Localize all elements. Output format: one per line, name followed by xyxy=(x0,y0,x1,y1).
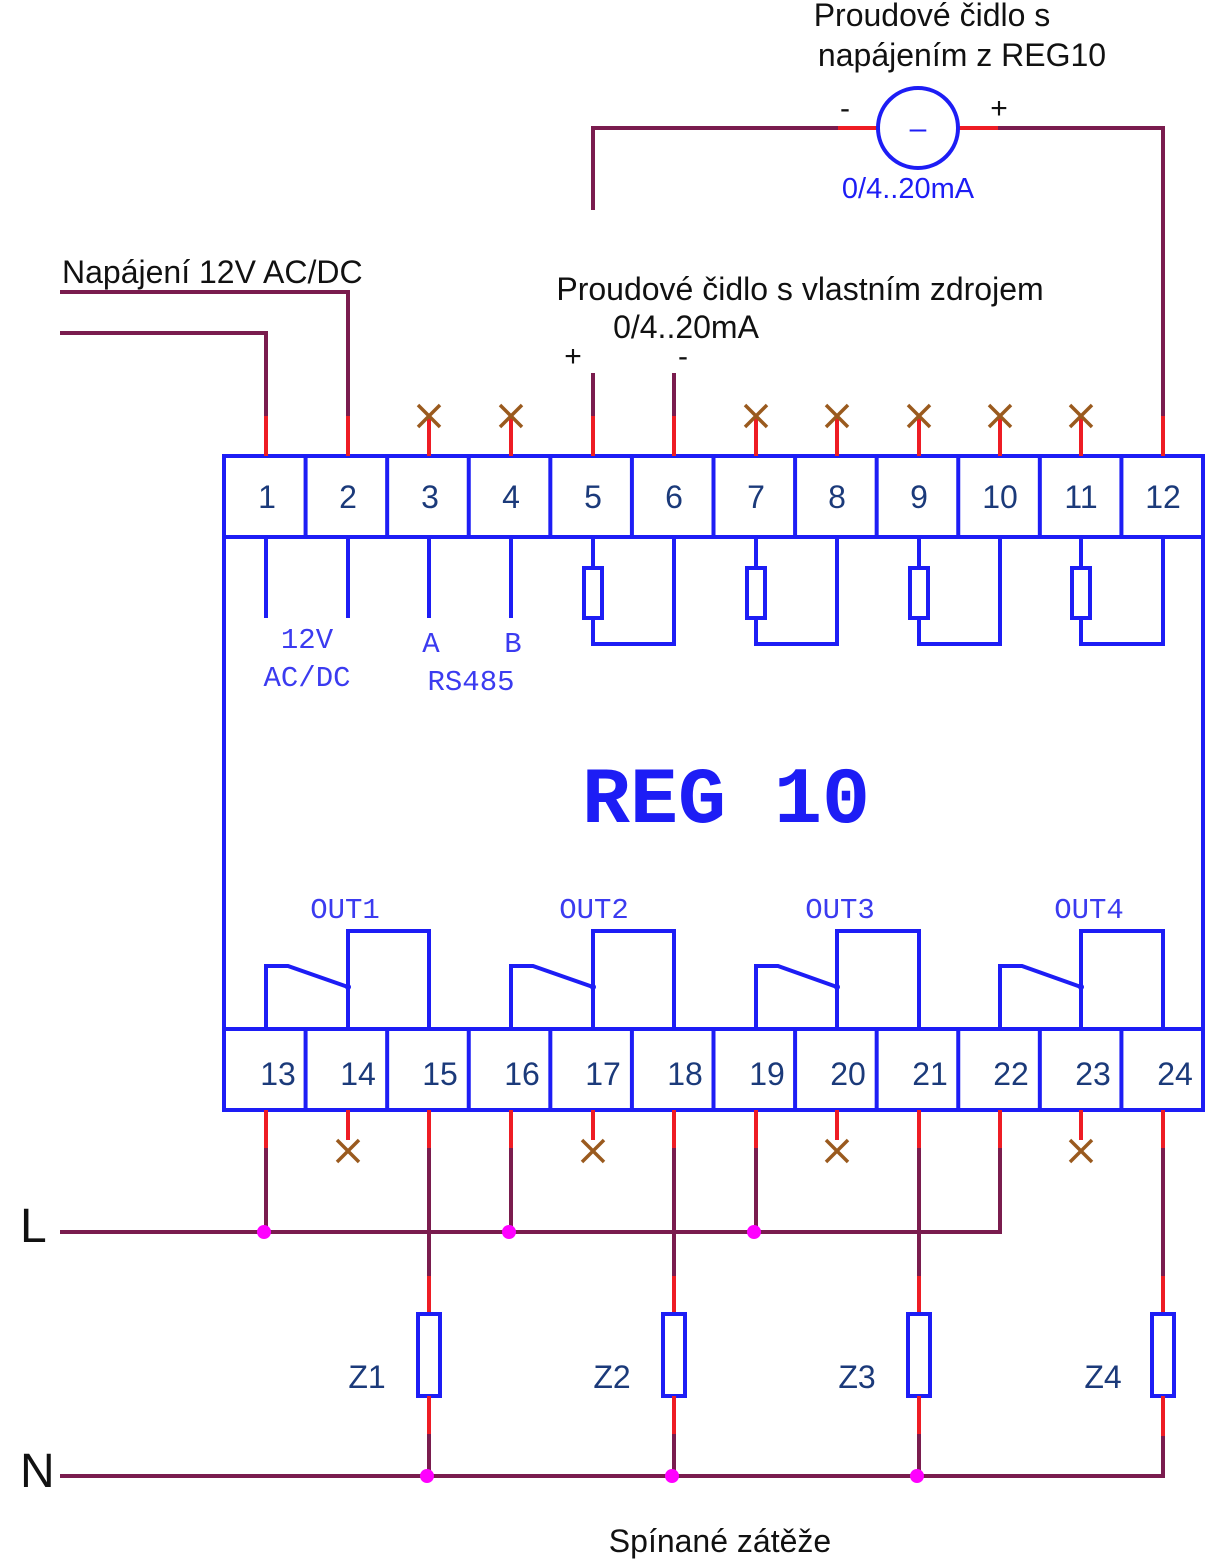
terminal-19: 19 xyxy=(749,1056,785,1092)
junction-n-z3 xyxy=(910,1469,924,1483)
internal-supply-rs485 xyxy=(264,537,513,618)
junction-dots xyxy=(257,1225,924,1483)
input-shunt-4 xyxy=(1070,537,1165,646)
terminal-11: 11 xyxy=(1064,479,1097,515)
sensor-reg10-wire-right xyxy=(996,126,1165,420)
sensor-reg10-label-line2: napájením z REG10 xyxy=(818,37,1106,73)
sensor-reg10-minus: - xyxy=(840,92,850,125)
out2-label: OUT2 xyxy=(559,894,629,927)
terminal-17: 17 xyxy=(585,1056,621,1092)
load-branch-3 xyxy=(906,1148,932,1478)
terminal-22: 22 xyxy=(993,1056,1029,1092)
junction-l-13 xyxy=(257,1225,271,1239)
terminal-12: 12 xyxy=(1145,479,1181,515)
pin6-polarity: - xyxy=(678,340,688,373)
out1-label: OUT1 xyxy=(310,894,380,927)
device-title: REG 10 xyxy=(582,756,870,847)
terminal-9: 9 xyxy=(910,479,928,515)
load-z4-label: Z4 xyxy=(1084,1359,1121,1395)
terminal-7: 7 xyxy=(747,479,765,515)
load-z3-label: Z3 xyxy=(838,1359,875,1395)
sensor-reg10-label-line1: Proudové čidlo s xyxy=(814,0,1051,33)
input-shunt-1 xyxy=(582,537,676,646)
relay-contact-out4 xyxy=(998,929,1165,1029)
line-l-bus xyxy=(60,1148,1002,1234)
input-shunt-2 xyxy=(745,537,839,646)
power-supply-label: Napájení 12V AC/DC xyxy=(62,254,363,290)
terminal-10: 10 xyxy=(982,479,1018,515)
terminal-5: 5 xyxy=(584,479,602,515)
load-z1-label: Z1 xyxy=(348,1359,385,1395)
sensor-reg10-wire-left xyxy=(591,126,840,210)
out3-label: OUT3 xyxy=(805,894,875,927)
terminal-dividers xyxy=(303,456,1124,1110)
sensor-external-range: 0/4..20mA xyxy=(613,309,760,345)
load-z2-label: Z2 xyxy=(593,1359,630,1395)
line-n-label: N xyxy=(20,1445,55,1498)
bottom-terminal-stubs xyxy=(264,1110,1165,1152)
junction-l-16 xyxy=(502,1225,516,1239)
junction-n-z2 xyxy=(665,1469,679,1483)
terminal-21: 21 xyxy=(912,1056,948,1092)
junction-n-z1 xyxy=(420,1469,434,1483)
terminal-15: 15 xyxy=(422,1056,458,1092)
current-source-symbol xyxy=(876,86,960,170)
input-shunt-3 xyxy=(908,537,1002,646)
sensor-external-label: Proudové čidlo s vlastním zdrojem xyxy=(556,271,1043,307)
rs485-label: RS485 xyxy=(427,666,514,699)
rs485-b-label: B xyxy=(504,628,521,661)
sensor-reg10-plus: + xyxy=(990,92,1008,125)
terminal-24: 24 xyxy=(1157,1056,1193,1092)
terminal-20: 20 xyxy=(830,1056,866,1092)
relay-contact-out3 xyxy=(754,929,921,1029)
terminal-1: 1 xyxy=(258,479,276,515)
load-branch-2 xyxy=(661,1148,687,1478)
relay-contact-out1 xyxy=(264,929,431,1029)
unused-marks-bottom xyxy=(335,1138,1094,1164)
supply-label-ac-dc: AC/DC xyxy=(263,662,350,695)
terminal-18: 18 xyxy=(667,1056,703,1092)
terminal-13: 13 xyxy=(260,1056,296,1092)
power-wire-1 xyxy=(60,331,268,420)
terminal-4: 4 xyxy=(502,479,520,515)
supply-label-12v: 12V xyxy=(281,624,334,657)
junction-l-19 xyxy=(747,1225,761,1239)
terminal-14: 14 xyxy=(340,1056,376,1092)
terminal-16: 16 xyxy=(504,1056,540,1092)
line-n-bus xyxy=(60,1434,1165,1478)
power-wire-2 xyxy=(60,290,350,420)
rs485-a-label: A xyxy=(422,628,440,661)
bottom-terminal-labels: 13 14 15 16 17 18 19 20 21 22 23 24 xyxy=(260,1056,1193,1092)
terminal-23: 23 xyxy=(1075,1056,1111,1092)
out4-label: OUT4 xyxy=(1054,894,1124,927)
current-source-sign: – xyxy=(910,112,927,145)
sensor-reg10-range: 0/4..20mA xyxy=(842,173,975,205)
relay-contact-out2 xyxy=(509,929,676,1029)
terminal-2: 2 xyxy=(339,479,357,515)
loads-caption: Spínané zátěže xyxy=(609,1523,831,1559)
line-l-label: L xyxy=(20,1200,47,1253)
unused-top-terminals xyxy=(427,416,1083,456)
top-terminal-labels: 1 2 3 4 5 6 7 8 9 10 11 12 xyxy=(258,479,1181,515)
load-branch-4 xyxy=(1150,1148,1176,1436)
terminal-8: 8 xyxy=(828,479,846,515)
terminal-3: 3 xyxy=(421,479,439,515)
load-branch-1 xyxy=(416,1148,442,1478)
terminal-6: 6 xyxy=(665,479,683,515)
pin5-polarity: + xyxy=(564,340,582,373)
unused-marks-top xyxy=(416,403,1094,429)
